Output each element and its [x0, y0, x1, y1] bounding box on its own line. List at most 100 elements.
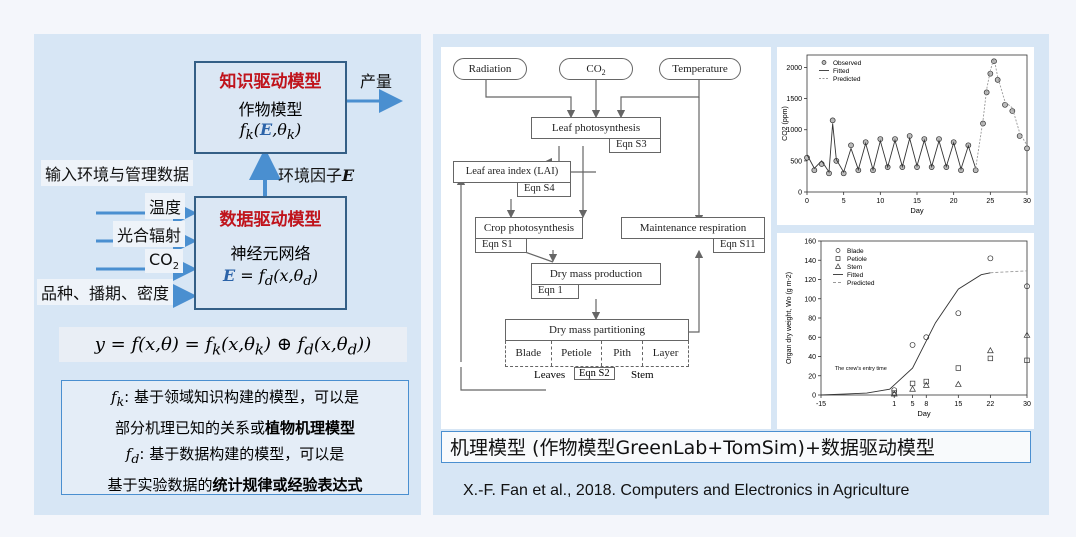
eqn-s11: Eqn S11 — [713, 239, 765, 253]
blade-cell: Blade — [506, 341, 552, 366]
x-tick-label: 5 — [842, 198, 846, 205]
point-blade — [891, 387, 898, 394]
desc-line-2: 部分机理已知的关系或植物机理模型 — [114, 419, 356, 437]
description-box: fk: 基于领域知识构建的模型，可以是 部分机理已知的关系或植物机理模型 fd:… — [61, 380, 409, 495]
point-observed — [972, 167, 979, 174]
point-observed — [1024, 145, 1030, 152]
point-blade — [923, 334, 930, 341]
data-model-box: 数据驱动模型 神经元网络 E = fd(x,θd) — [194, 196, 347, 310]
legend-swatch — [835, 248, 841, 253]
leaves-label: Leaves — [534, 369, 566, 381]
x-tick-label: 30 — [1023, 401, 1031, 408]
desc-line-3: fd: 基于数据构建的模型，可以是 — [125, 445, 345, 466]
variety-label: 品种、播期、密度 — [37, 279, 174, 305]
point-blade — [909, 342, 916, 348]
y-tick-label: 120 — [804, 277, 816, 284]
x-tick-label: -15 — [816, 401, 826, 408]
x-axis-label: Day — [917, 409, 931, 418]
x-axis-label: Day — [910, 206, 924, 215]
knowledge-model-box: 知识驱动模型 作物模型 fk(E,θk) — [194, 61, 347, 154]
y-tick-label: 80 — [808, 316, 816, 323]
dry-prod-node: Dry mass production — [531, 263, 661, 285]
layer-cell: Layer — [652, 347, 679, 359]
point-stem — [922, 381, 930, 388]
x-tick-label: 15 — [954, 401, 962, 408]
fd-formula: E = fd(x,θd) — [222, 266, 319, 290]
legend-swatch — [834, 263, 842, 269]
temperature-node: Temperature — [659, 58, 741, 80]
eqn-s1: Eqn S1 — [475, 239, 527, 253]
x-tick-label: 22 — [986, 401, 994, 408]
y-tick-label: 100 — [804, 296, 816, 303]
series-line-fitted — [820, 272, 991, 396]
point-stem — [986, 347, 994, 354]
point-petiole — [955, 365, 961, 371]
temperature-label: 温度 — [145, 193, 186, 219]
point-petiole — [1024, 357, 1030, 364]
x-tick-label: 0 — [805, 198, 809, 205]
point-petiole — [987, 355, 994, 362]
point-stem — [909, 385, 916, 392]
fk-formula: fk(E,θk) — [239, 120, 302, 144]
legend-label: Petiole — [847, 256, 867, 263]
y-tick-label: 500 — [790, 158, 802, 165]
y-tick-label: 2000 — [786, 65, 802, 72]
co2-label: CO2 — [145, 249, 184, 274]
env-factor-label: 环境因子E — [278, 166, 355, 185]
point-observed — [1002, 101, 1008, 108]
point-stem — [890, 390, 898, 397]
x-tick-label: 25 — [986, 198, 994, 205]
point-observed — [983, 89, 990, 96]
point-observed — [829, 117, 836, 124]
x-tick-label: 20 — [950, 198, 958, 205]
legend-label: Fitted — [833, 68, 850, 75]
organ-row: Blade Petiole Pith Layer — [505, 341, 689, 367]
point-stem — [1023, 331, 1031, 338]
point-observed — [987, 70, 994, 77]
legend-label: Observed — [833, 60, 862, 67]
point-blade — [987, 255, 994, 262]
x-tick-label: 8 — [924, 401, 928, 408]
series-line-predicted — [975, 57, 1028, 169]
point-stem — [954, 380, 962, 387]
y-tick-label: 20 — [808, 373, 816, 380]
x-tick-label: 10 — [876, 198, 884, 205]
output-label: 产量 — [360, 72, 393, 91]
y-tick-label: 140 — [804, 258, 816, 265]
y-tick-label: 1500 — [786, 96, 802, 103]
lai-node: Leaf area index (LAI) — [453, 161, 571, 183]
crop-photo-node: Crop photosynthesis — [475, 217, 583, 239]
y-axis-label: CO2 (ppm) — [782, 106, 789, 141]
point-blade — [1024, 283, 1030, 290]
eqn-1: Eqn 1 — [531, 285, 579, 299]
y-tick-label: 40 — [808, 354, 816, 361]
legend-label: Stem — [847, 264, 862, 271]
point-observed — [994, 77, 1001, 83]
x-tick-label: 30 — [1023, 198, 1031, 205]
y-tick-label: 0 — [812, 393, 816, 400]
dry-part-node: Dry mass partitioning — [505, 319, 689, 341]
right-panel: Radiation CO2 Temperature Leaf photosynt… — [433, 34, 1049, 515]
point-observed — [1009, 108, 1016, 114]
radiation-label: 光合辐射 — [113, 221, 186, 247]
leaf-photo-node: Leaf photosynthesis — [531, 117, 661, 139]
legend-label: Blade — [847, 248, 864, 255]
point-petiole — [909, 380, 916, 387]
desc-line-1: fk: 基于领域知识构建的模型，可以是 — [111, 388, 359, 409]
series-line-predicted — [990, 270, 1028, 274]
radiation-node: Radiation — [453, 58, 527, 80]
petiole-cell: Petiole — [552, 341, 602, 366]
y-tick-label: 160 — [804, 239, 816, 246]
crop-model-label: 作物模型 — [238, 100, 303, 119]
desc-line-4: 基于实验数据的统计规律或经验表达式 — [107, 476, 363, 494]
co2-node: CO2 — [559, 58, 633, 80]
legend-swatch — [821, 60, 827, 65]
legend-swatch — [835, 256, 841, 261]
eqn-s3: Eqn S3 — [609, 139, 661, 153]
flow-diagram: Radiation CO2 Temperature Leaf photosynt… — [441, 47, 771, 429]
y-tick-label: 1000 — [786, 127, 802, 134]
pith-cell: Pith — [602, 341, 644, 366]
